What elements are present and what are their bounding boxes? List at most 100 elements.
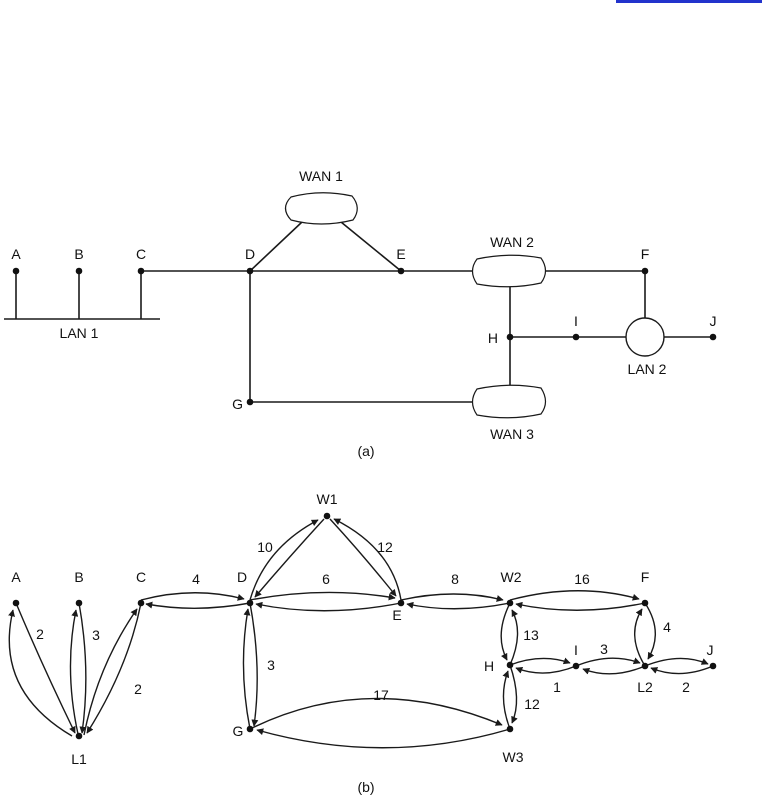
arc-d-c [146, 603, 250, 608]
node-b-j-dot [710, 663, 717, 670]
arc-i-l2 [576, 658, 640, 666]
weight-a-l1: 2 [36, 626, 44, 642]
label-lan2: LAN 2 [628, 361, 667, 377]
label-i: I [574, 313, 578, 329]
arc-w2-f [510, 591, 639, 600]
arc-b-l1 [79, 603, 86, 733]
arc-c-l1 [87, 603, 141, 733]
label-h: H [488, 330, 498, 346]
label-b-w1: W1 [317, 491, 338, 507]
weight-c-l1: 2 [134, 681, 142, 697]
node-h-dot [507, 334, 514, 341]
node-b-b-dot [76, 600, 83, 607]
weight-w2-f: 16 [574, 571, 590, 587]
weight-d-e: 6 [322, 571, 330, 587]
weight-c-d: 4 [192, 571, 200, 587]
label-b-j: J [707, 642, 714, 658]
node-b-d-dot [247, 600, 254, 607]
caption-b: (b) [357, 779, 374, 795]
arc-w2-h [501, 603, 510, 660]
arc-l2-i [583, 666, 645, 674]
label-b-h: H [484, 658, 494, 674]
weight-l2-j: 2 [682, 679, 690, 695]
label-e: E [396, 246, 405, 262]
label-f: F [641, 246, 650, 262]
arc-e-w2 [401, 594, 503, 600]
weight-w2-h: 13 [523, 627, 539, 643]
label-c: C [136, 246, 146, 262]
node-b-i-dot [573, 663, 580, 670]
part-b-arcs [9, 519, 713, 748]
arc-g-w3 [250, 698, 502, 729]
node-b-e-dot [398, 600, 405, 607]
arc-i-h [516, 666, 576, 673]
arc-d-g [250, 603, 257, 726]
label-b-b: B [74, 569, 83, 585]
label-g: G [232, 396, 243, 412]
lan2-circle [626, 318, 664, 356]
weight-e-w2: 8 [451, 571, 459, 587]
arc-w3-h [503, 671, 510, 729]
arc-a-l1 [16, 603, 75, 733]
label-b: B [74, 246, 83, 262]
node-b-w2-dot [507, 600, 514, 607]
label-j: J [710, 313, 717, 329]
weight-g-w3: 17 [373, 687, 389, 703]
label-b-l2: L2 [637, 679, 653, 695]
node-b-l2-dot [642, 663, 649, 670]
weight-b-l1: 3 [92, 627, 100, 643]
node-b-g-dot [247, 726, 254, 733]
node-b-c-dot [138, 600, 145, 607]
arc-h-w3 [510, 665, 517, 723]
node-b-f-dot [642, 600, 649, 607]
node-b-a-dot [13, 600, 20, 607]
arc-f-l2 [645, 603, 655, 659]
node-d-dot [247, 268, 254, 275]
label-wan1: WAN 1 [299, 168, 343, 184]
wan2-cloud [473, 255, 546, 287]
label-b-e: E [392, 607, 401, 623]
arc-e-d [256, 603, 401, 611]
label-b-d: D [237, 569, 247, 585]
arc-w3-g [257, 729, 510, 748]
label-wan3: WAN 3 [490, 426, 534, 442]
label-b-w2: W2 [501, 569, 522, 585]
arc-h-w2 [510, 610, 518, 665]
node-b-h-dot [507, 662, 514, 669]
arc-w2-e [407, 603, 510, 609]
part-a: A B C D E F G H I J LAN 1 LAN 2 WAN 1 WA… [4, 168, 717, 459]
node-i-dot [573, 334, 580, 341]
node-b-dot [76, 268, 83, 275]
node-g-dot [247, 399, 254, 406]
node-b-l1-dot [76, 733, 83, 740]
wan1-cloud [286, 193, 358, 224]
label-b-w3: W3 [503, 749, 524, 765]
arc-w1-e [330, 519, 396, 596]
weight-h-w3: 12 [524, 696, 540, 712]
weight-d-g: 3 [267, 657, 275, 673]
weight-h-i: 1 [553, 679, 561, 695]
weight-w1-e: 12 [377, 539, 393, 555]
weight-i-l2: 3 [600, 641, 608, 657]
label-b-g: G [233, 723, 244, 739]
arc-g-d [243, 609, 250, 729]
node-f-dot [642, 268, 649, 275]
arc-d-w1 [250, 520, 318, 600]
arc-c-d [141, 593, 244, 600]
node-e-dot [398, 268, 405, 275]
arc-e-w1 [334, 519, 401, 600]
label-wan2: WAN 2 [490, 234, 534, 250]
node-a-dot [13, 268, 20, 275]
label-b-l1: L1 [71, 751, 87, 767]
node-c-dot [138, 268, 145, 275]
weight-f-l2: 4 [663, 619, 671, 635]
arc-l1-b [70, 610, 78, 734]
arc-w1-d [255, 519, 324, 597]
label-b-i: I [574, 642, 578, 658]
label-lan1: LAN 1 [60, 325, 99, 341]
label-b-c: C [136, 569, 146, 585]
label-d: D [245, 246, 255, 262]
arc-h-i [510, 658, 570, 665]
arc-l2-f [635, 609, 645, 666]
